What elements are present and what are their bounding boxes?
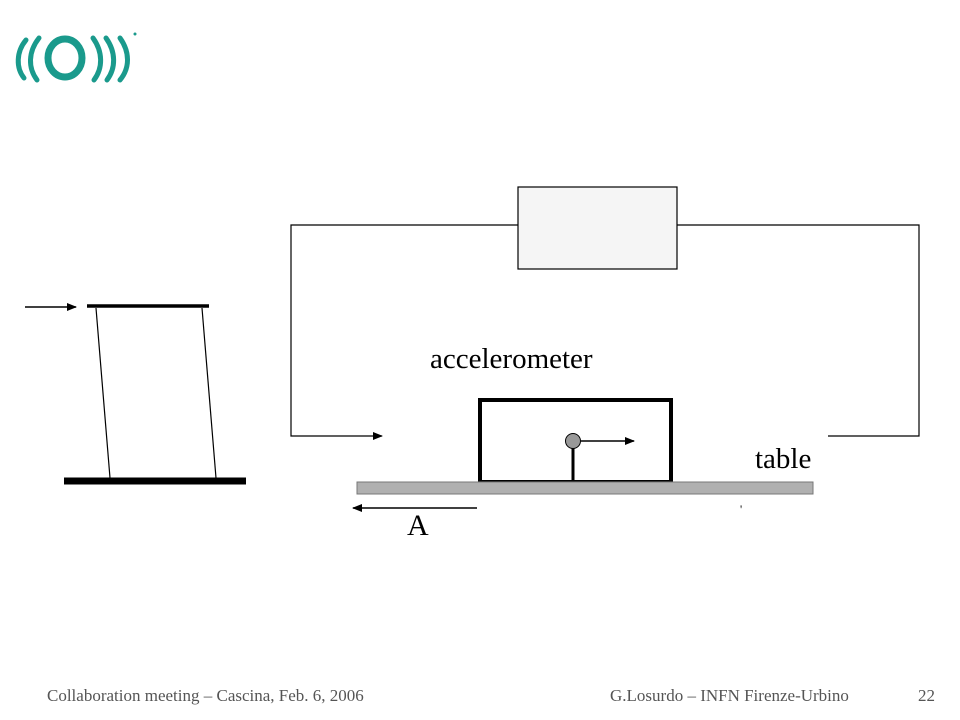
- virgo-logo: [15, 32, 137, 83]
- page-number: 22: [918, 686, 935, 705]
- feedback-wire-left: [290, 224, 518, 440]
- table-label: table: [755, 443, 811, 475]
- pendulum-wire-left: [95, 307, 111, 479]
- pendulum-sketch: [25, 303, 246, 485]
- accelerometer-label: accelerometer: [430, 343, 593, 375]
- pendulum-wire-right: [201, 307, 217, 479]
- controller-box: [517, 186, 678, 270]
- footer-meeting-info: Collaboration meeting – Cascina, Feb. 6,…: [47, 686, 364, 705]
- table-bar: [356, 481, 814, 495]
- amplitude-label: A: [407, 509, 429, 542]
- stray-mark: ': [740, 502, 742, 516]
- footer-author: G.Losurdo – INFN Firenze-Urbino: [610, 686, 849, 705]
- feedback-wire-right: [677, 224, 920, 437]
- accelerometer-proof-mass: [565, 433, 581, 449]
